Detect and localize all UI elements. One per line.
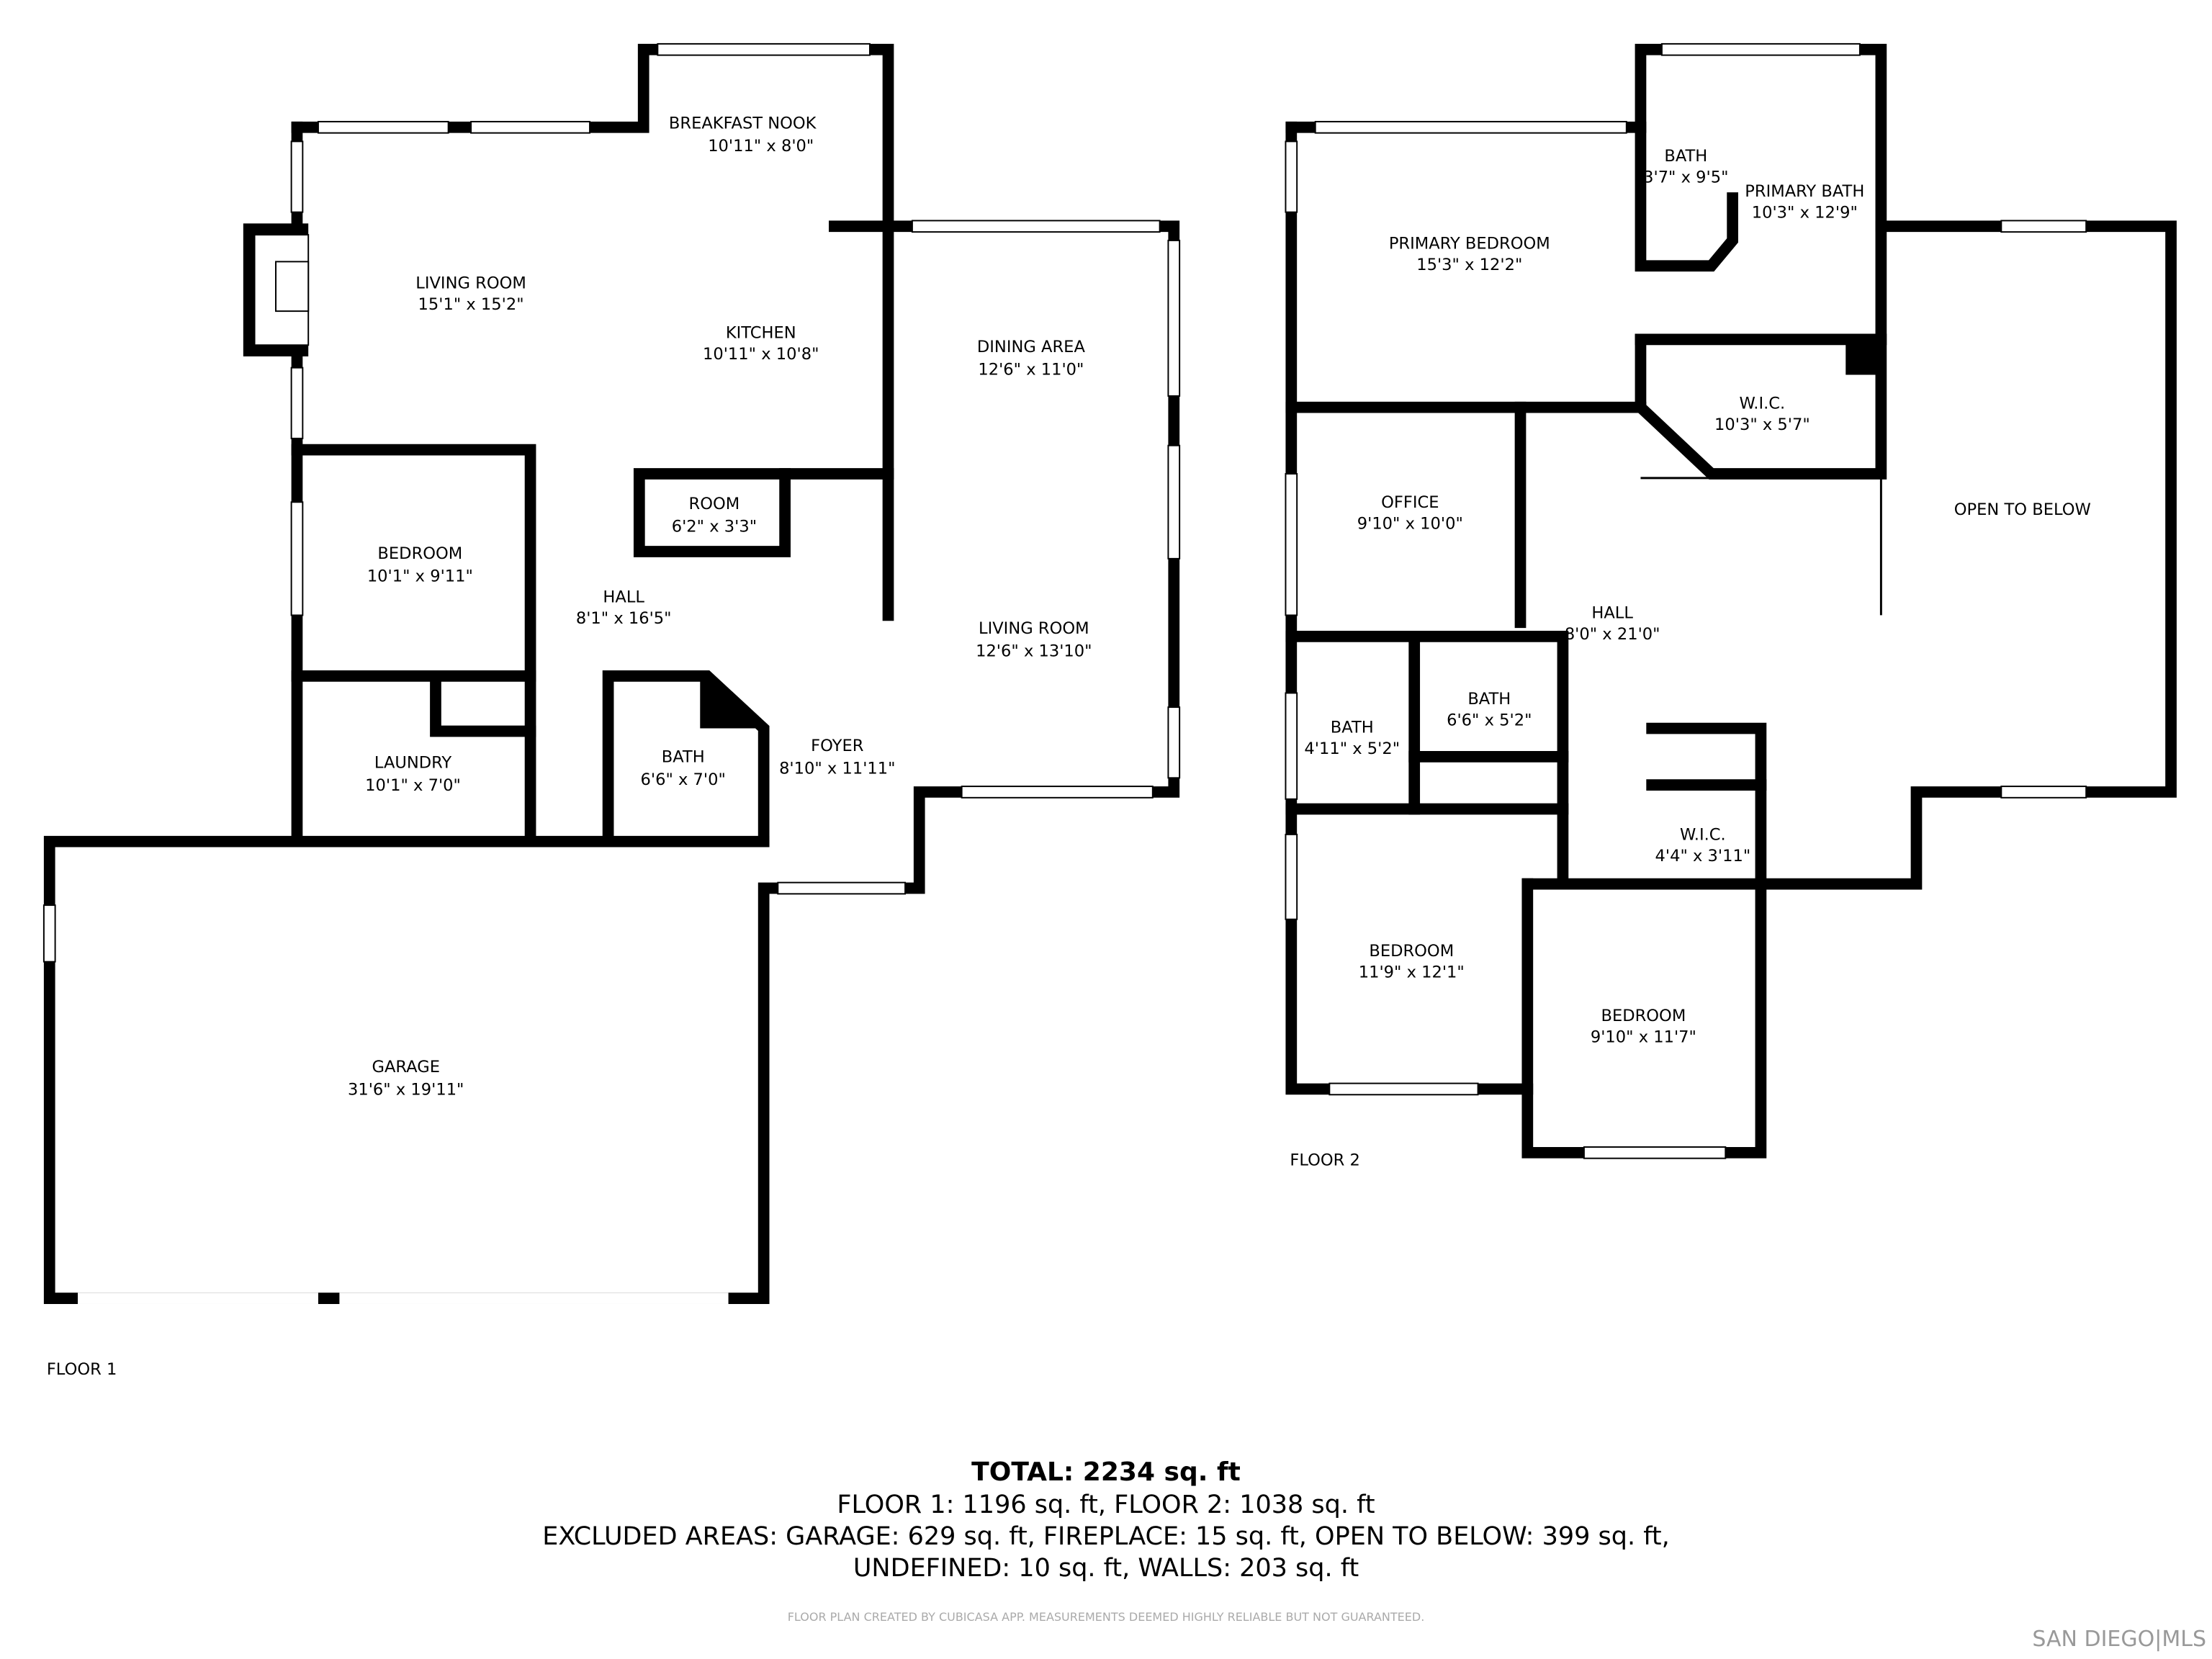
room-name: BATH: [662, 748, 705, 767]
floor2-windows: [1285, 42, 2087, 1159]
room-size: 8'1" x 16'5": [576, 609, 672, 628]
room-size: 11'9" x 12'1": [1359, 963, 1465, 981]
room-name: LAUNDRY: [374, 754, 452, 773]
room-size: 4'11" x 5'2": [1304, 739, 1400, 758]
room-name: LIVING ROOM: [979, 619, 1089, 638]
floor2-labels: BATH 3'7" x 9'5" PRIMARY BATH 10'3" x 12…: [1290, 147, 2090, 1170]
room-size: 31'6" x 19'11": [348, 1080, 464, 1099]
room-size: 6'6" x 7'0": [641, 770, 726, 789]
room-name: FOYER: [811, 737, 864, 755]
room-size: 15'3" x 12'2": [1416, 256, 1522, 274]
room-name: BATH: [1664, 147, 1707, 166]
room-name: PRIMARY BEDROOM: [1389, 235, 1550, 253]
room-name: DINING AREA: [977, 338, 1086, 356]
room-size: 6'2" x 3'3": [672, 518, 757, 536]
room-size: 8'0" x 21'0": [1565, 625, 1660, 644]
room-name: OFFICE: [1381, 493, 1439, 512]
room-name: KITCHEN: [726, 323, 796, 342]
room-size: 10'11" x 10'8": [703, 345, 819, 364]
room-size: 15'1" x 15'2": [418, 295, 524, 314]
floor1-label: FLOOR 1: [47, 1360, 117, 1379]
mls-logo: SAN DIEGO|MLS: [2032, 1627, 2206, 1652]
room-name: PRIMARY BATH: [1745, 182, 1864, 201]
room-size: 6'6" x 5'2": [1447, 711, 1532, 730]
room-name: ROOM: [689, 495, 740, 513]
undefined-areas: UNDEFINED: 10 sq. ft, WALLS: 203 sq. ft: [853, 1554, 1359, 1583]
room-name: BEDROOM: [377, 544, 462, 563]
room-name: W.I.C.: [1680, 826, 1726, 845]
total-area: TOTAL: 2234 sq. ft: [971, 1457, 1241, 1487]
floor1-labels: BREAKFAST NOOK 10'11" x 8'0" LIVING ROOM…: [47, 114, 1092, 1379]
floor2-walls: [1285, 43, 2177, 1159]
room-name: BREAKFAST NOOK: [669, 114, 817, 133]
room-name: W.I.C.: [1740, 395, 1786, 413]
room-size: 10'3" x 12'9": [1752, 203, 1858, 222]
excluded-areas: EXCLUDED AREAS: GARAGE: 629 sq. ft, FIRE…: [542, 1522, 1670, 1551]
room-name: HALL: [1591, 603, 1633, 622]
floor-areas: FLOOR 1: 1196 sq. ft, FLOOR 2: 1038 sq. …: [837, 1491, 1375, 1519]
room-size: 9'10" x 10'0": [1357, 515, 1463, 534]
room-name: BEDROOM: [1369, 942, 1454, 961]
floor2-label: FLOOR 2: [1290, 1151, 1360, 1169]
room-name: GARAGE: [372, 1058, 440, 1076]
room-name: BATH: [1331, 718, 1374, 737]
room-size: 4'4" x 3'11": [1655, 847, 1751, 866]
room-name: OPEN TO BELOW: [1954, 500, 2091, 519]
room-size: 10'1" x 9'11": [367, 567, 473, 585]
floor1-windows: [42, 42, 1181, 1304]
room-size: 8'10" x 11'11": [779, 759, 895, 778]
room-name: LIVING ROOM: [415, 274, 526, 293]
room-size: 3'7" x 9'5": [1643, 168, 1728, 186]
room-size: 12'6" x 11'0": [978, 361, 1084, 379]
credit-text: FLOOR PLAN CREATED BY CUBICASA APP. MEAS…: [787, 1610, 1425, 1624]
room-name: BATH: [1467, 690, 1511, 709]
room-size: 10'3" x 5'7": [1714, 415, 1810, 434]
room-name: HALL: [603, 588, 644, 607]
room-name: BEDROOM: [1601, 1007, 1686, 1025]
room-size: 9'10" x 11'7": [1591, 1028, 1696, 1047]
room-size: 10'1" x 7'0": [365, 776, 461, 795]
floor1-walls: [43, 43, 1180, 1304]
room-size: 10'11" x 8'0": [708, 137, 814, 156]
room-size: 12'6" x 13'10": [976, 642, 1092, 660]
